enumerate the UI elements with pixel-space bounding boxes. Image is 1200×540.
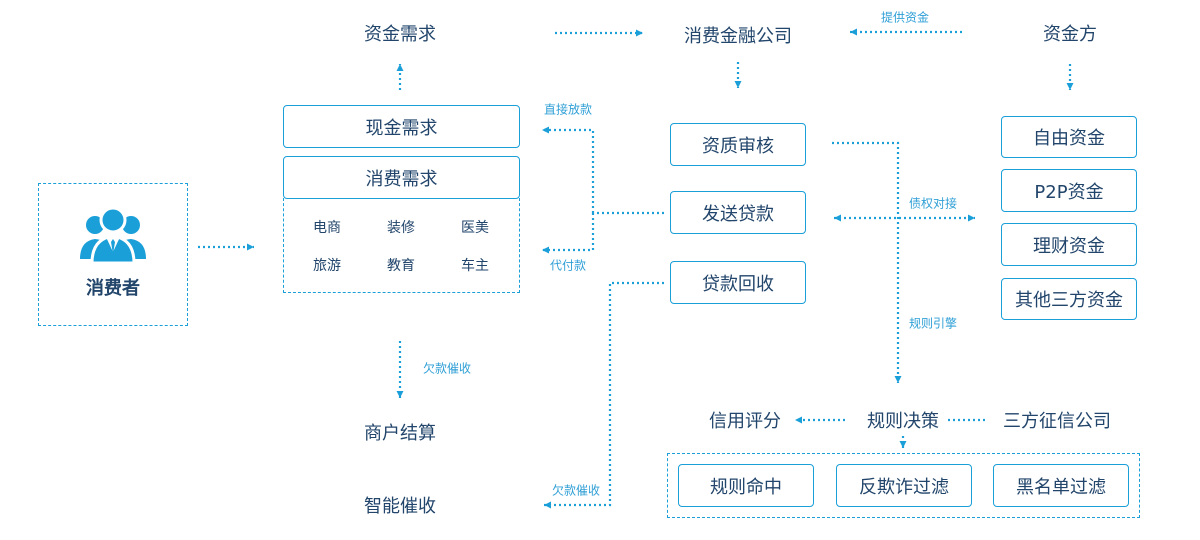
category-education: 教育: [387, 258, 415, 274]
category-medical-beauty: 医美: [461, 220, 489, 236]
direct-loan-label: 直接放款: [543, 102, 593, 117]
rule-decision-label: 规则决策: [867, 411, 939, 432]
consumer-panel: [38, 183, 188, 326]
category-ecommerce: 电商: [313, 220, 341, 236]
recovery-collection-label: 欠款催收: [551, 483, 601, 498]
category-renovation: 装修: [387, 220, 415, 236]
arrow-recovery-to-collection: [544, 281, 664, 509]
loan-recovery-box: 贷款回收: [670, 261, 806, 304]
credit-score-label: 信用评分: [709, 411, 781, 432]
p2p-funds-box: P2P资金: [1001, 169, 1137, 212]
own-funds-box: 自由资金: [1001, 116, 1137, 158]
qualification-review-box: 资质审核: [670, 123, 806, 166]
user-group-icon: [80, 206, 146, 265]
anti-fraud-filter-box: 反欺诈过滤: [836, 464, 972, 507]
consumer-label: 消费者: [86, 278, 140, 299]
arrow-review-to-rule-decision: [832, 141, 902, 383]
company-title: 消费金融公司: [684, 26, 792, 47]
rule-engine-label: 规则引擎: [908, 316, 958, 331]
merchant-settlement-label: 商户结算: [364, 423, 436, 444]
other-third-party-funds-box: 其他三方资金: [1001, 278, 1137, 320]
payment-on-behalf-label: 代付款: [549, 258, 587, 273]
arrow-direct-loan: [542, 126, 595, 213]
rule-hit-box: 规则命中: [678, 464, 814, 507]
category-car-owner: 车主: [461, 258, 489, 274]
funders-title: 资金方: [1043, 24, 1097, 45]
merchant-collection-label: 欠款催收: [422, 361, 472, 376]
wealth-funds-box: 理财资金: [1001, 223, 1137, 266]
send-loan-box: 发送贷款: [670, 191, 806, 234]
smart-collection-label: 智能催收: [364, 496, 436, 517]
credit-bureau-label: 三方征信公司: [1003, 411, 1111, 432]
debt-matching-label: 债权对接: [908, 196, 958, 211]
filter-panel: [667, 453, 1140, 518]
consumption-demand-box: 消费需求: [283, 156, 520, 199]
category-travel: 旅游: [313, 258, 341, 274]
consumption-category-panel: [283, 198, 520, 293]
fund-demand-label: 资金需求: [364, 24, 436, 45]
blacklist-filter-box: 黑名单过滤: [993, 464, 1129, 507]
provide-funds-label: 提供资金: [880, 10, 930, 25]
cash-demand-box: 现金需求: [283, 105, 520, 148]
arrow-payment-on-behalf: [542, 213, 595, 254]
